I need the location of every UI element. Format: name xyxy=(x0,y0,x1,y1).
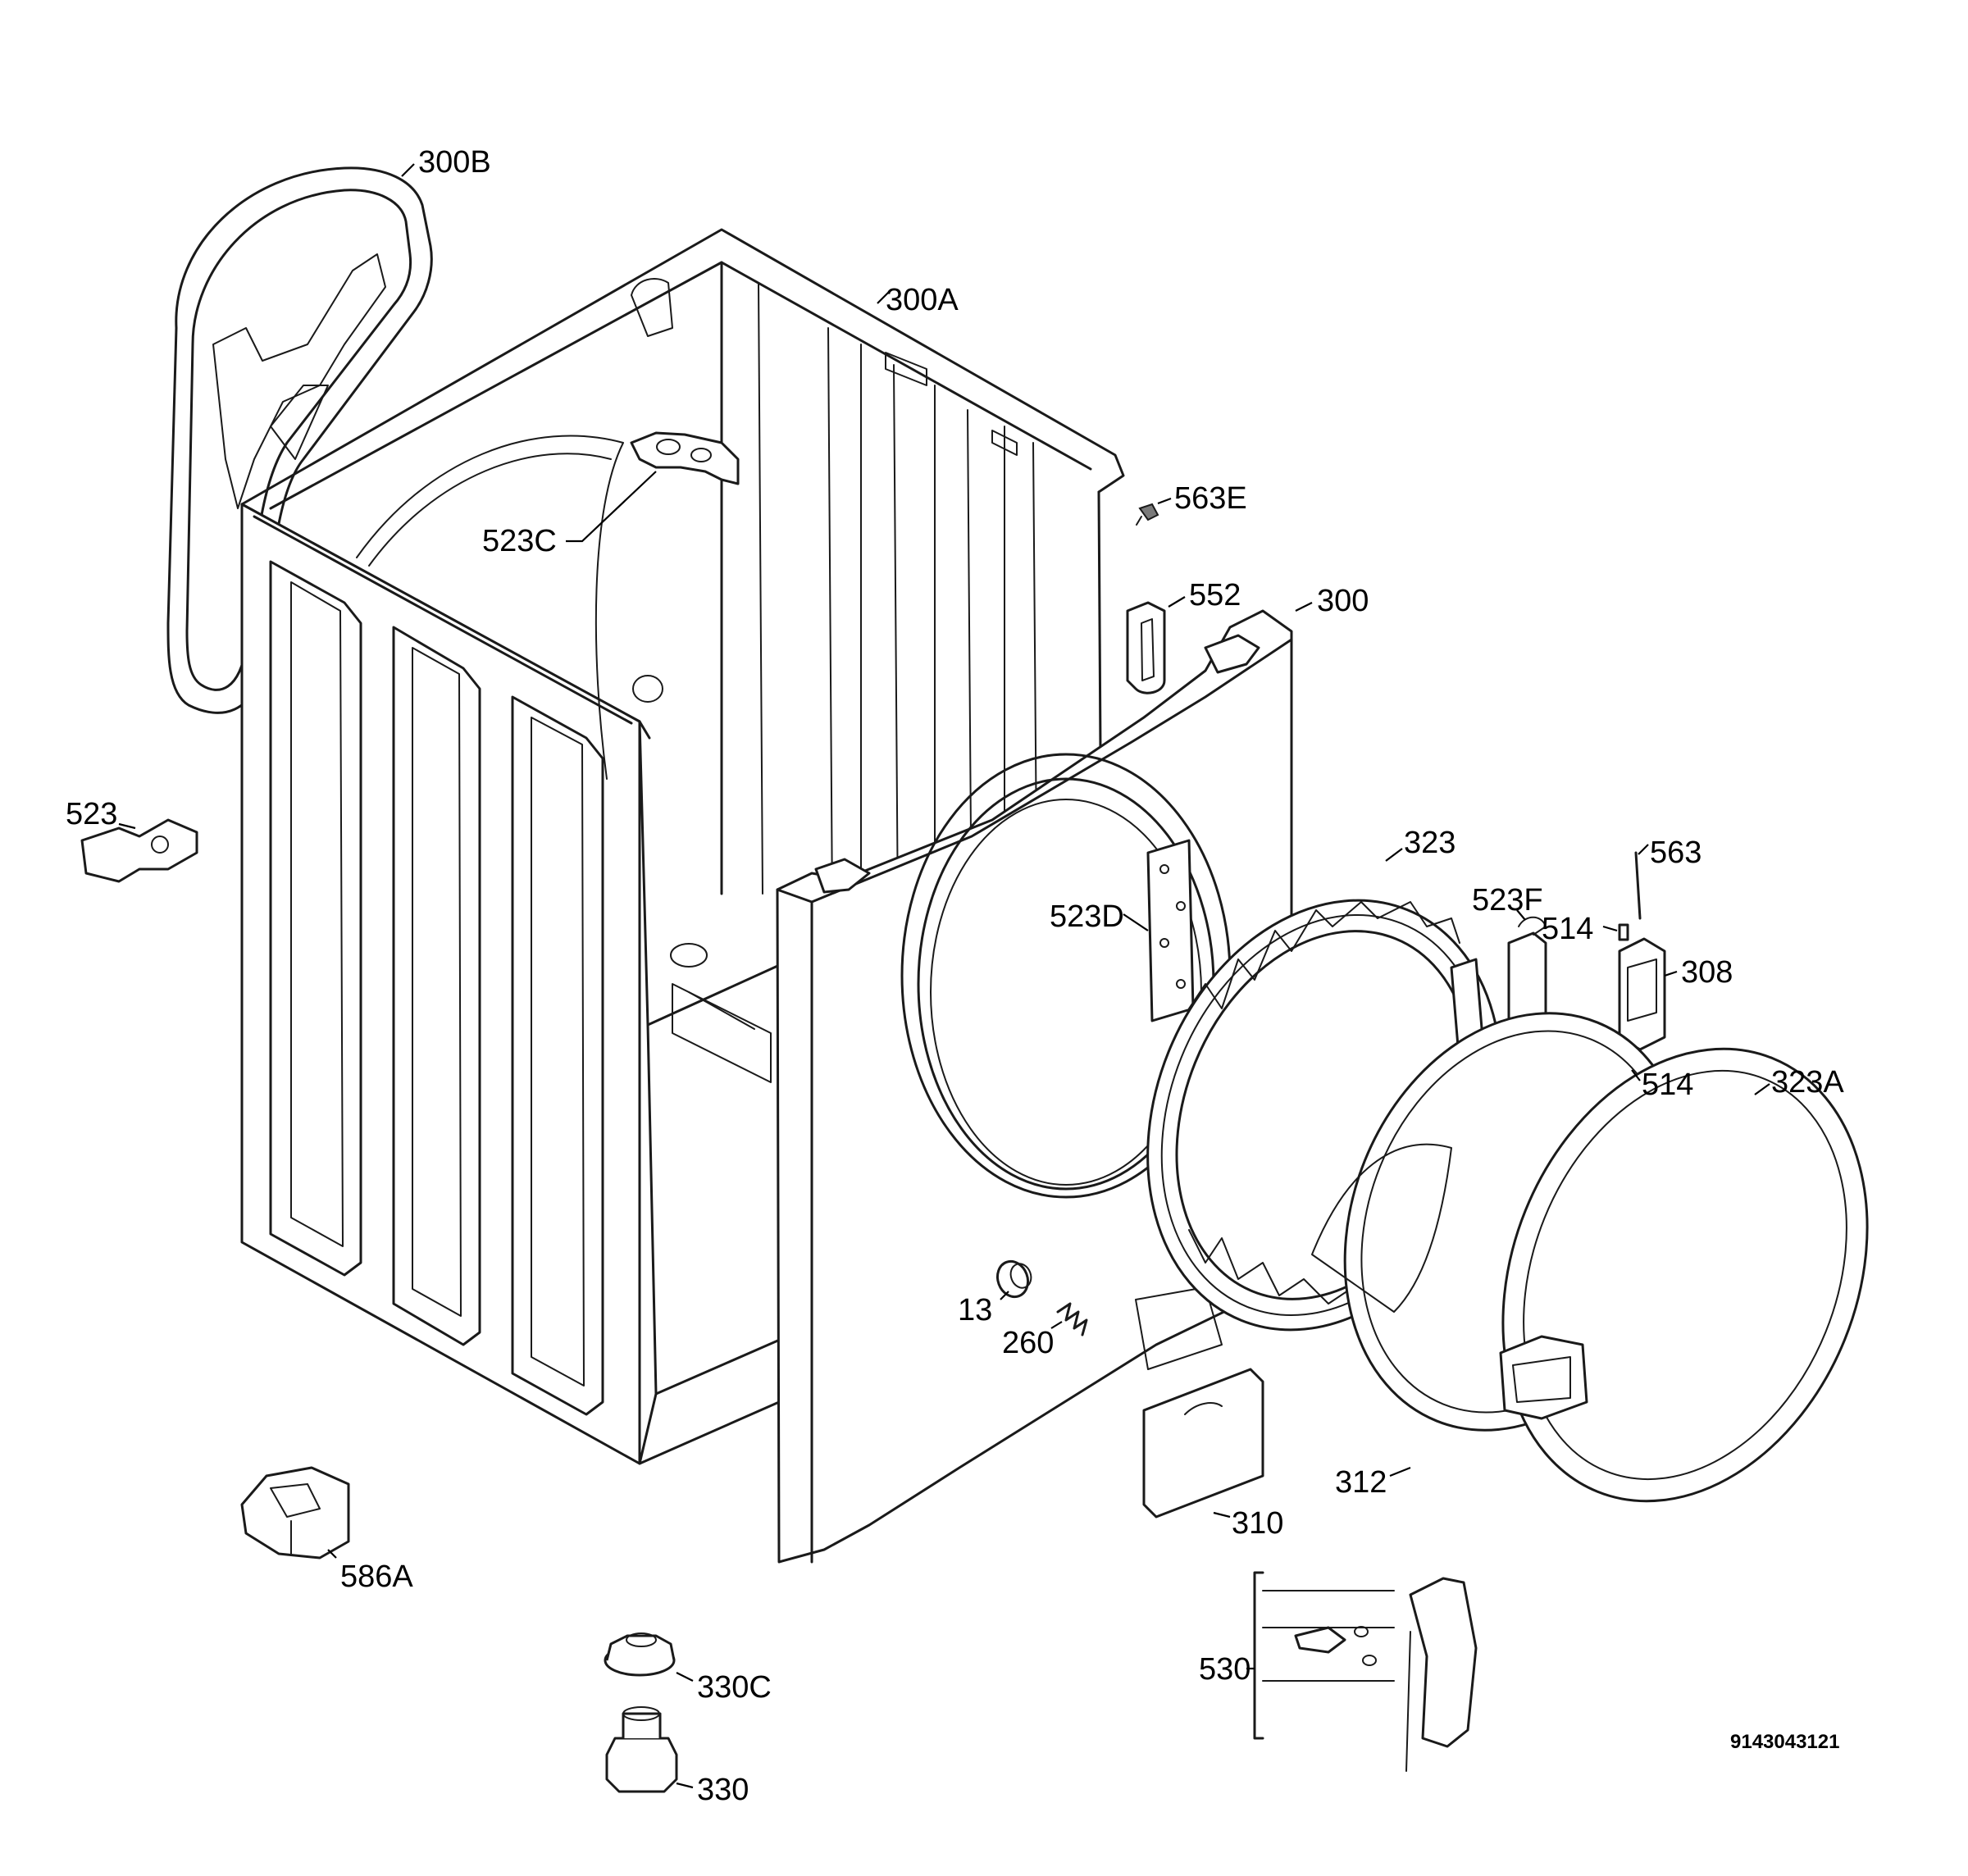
part-310-cover xyxy=(1142,1368,1264,1519)
label-300A: 300A xyxy=(886,283,959,317)
part-13-cap xyxy=(995,1259,1032,1299)
part-260-spring xyxy=(1056,1302,1088,1336)
part-330c-cap xyxy=(604,1632,676,1677)
part-586a-housing xyxy=(240,1466,350,1560)
label-523F: 523F xyxy=(1472,883,1543,918)
part-530-handle-kit xyxy=(1253,1571,1478,1772)
label-323: 323 xyxy=(1404,826,1456,860)
part-523c-bracket xyxy=(630,431,740,485)
part-552-clip xyxy=(1126,601,1166,694)
label-523D: 523D xyxy=(1050,899,1124,934)
label-514-top: 514 xyxy=(1542,912,1593,946)
part-300b-rear-seal xyxy=(166,166,433,714)
label-330C: 330C xyxy=(697,1670,772,1705)
label-552: 552 xyxy=(1189,578,1241,612)
label-323A: 323A xyxy=(1771,1065,1844,1100)
label-308: 308 xyxy=(1681,955,1733,990)
label-300B: 300B xyxy=(418,145,491,180)
leader-lines xyxy=(118,163,1770,1789)
label-530: 530 xyxy=(1199,1652,1250,1687)
part-308-door-lock xyxy=(1618,937,1666,1051)
label-312: 312 xyxy=(1335,1465,1387,1500)
part-300a-cabinet xyxy=(240,228,1125,1465)
part-563-rod xyxy=(1634,851,1642,920)
part-523-bracket xyxy=(80,818,198,883)
label-523: 523 xyxy=(66,797,117,831)
label-563: 563 xyxy=(1650,836,1702,870)
label-514-bottom: 514 xyxy=(1642,1068,1693,1102)
part-labels: 300B 300A 563E 523C 552 300 523 323 563 … xyxy=(66,145,1844,1807)
part-330-filter xyxy=(605,1706,678,1793)
label-586A: 586A xyxy=(340,1560,413,1594)
label-330: 330 xyxy=(697,1773,749,1807)
label-13: 13 xyxy=(958,1293,992,1327)
label-523C: 523C xyxy=(482,524,557,558)
label-260: 260 xyxy=(1002,1326,1054,1360)
label-310: 310 xyxy=(1232,1506,1283,1541)
label-563E: 563E xyxy=(1174,481,1247,516)
part-514-pin-top xyxy=(1618,923,1629,941)
part-323a-door-frame xyxy=(1499,1047,1869,1503)
part-563e-screw xyxy=(1136,503,1159,526)
label-300: 300 xyxy=(1317,584,1369,618)
diagram-id: 9143043121 xyxy=(1730,1731,1839,1753)
part-523d-plate xyxy=(1146,839,1195,1022)
